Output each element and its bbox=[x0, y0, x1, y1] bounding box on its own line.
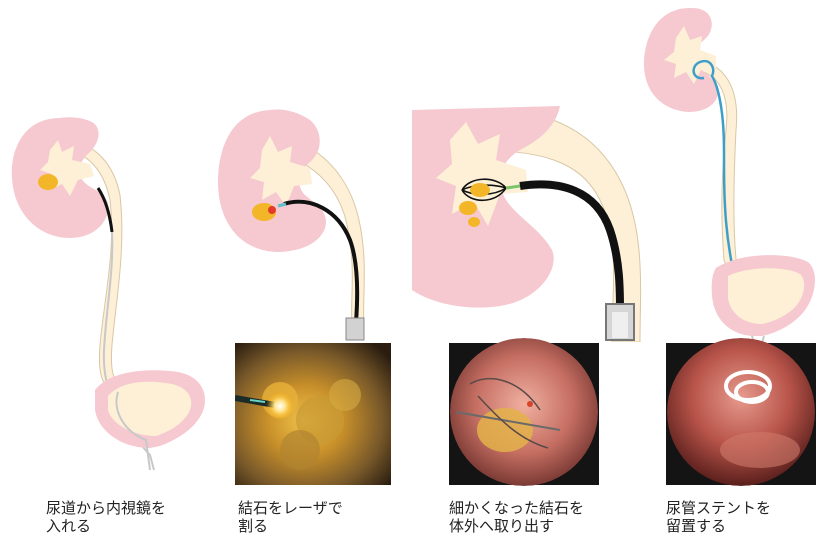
step4-photo bbox=[666, 338, 816, 486]
step2-caption: 結石をレーザで 割る bbox=[238, 499, 343, 535]
step1-caption-line2: 入れる bbox=[46, 517, 166, 535]
step1-stone bbox=[38, 174, 58, 190]
step2-caption-line2: 割る bbox=[238, 517, 343, 535]
step2-diagram bbox=[218, 109, 364, 340]
step3-caption-line1: 細かくなった結石を bbox=[449, 499, 584, 517]
step1-caption-line1: 尿道から内視鏡を bbox=[46, 499, 166, 517]
step3-caption: 細かくなった結石を 体外へ取り出す bbox=[449, 499, 584, 535]
step4-caption-line1: 尿管ステントを bbox=[666, 499, 771, 517]
step4-caption: 尿管ステントを 留置する bbox=[666, 499, 771, 535]
step1-caption: 尿道から内視鏡を 入れる bbox=[46, 499, 166, 535]
step3-caption-line2: 体外へ取り出す bbox=[449, 517, 584, 535]
step3-stone-fragment bbox=[459, 201, 477, 215]
step3-photo bbox=[449, 338, 599, 486]
step3-diagram bbox=[412, 106, 650, 342]
step4-caption-line2: 留置する bbox=[666, 517, 771, 535]
step2-photo bbox=[235, 343, 391, 485]
step4-diagram bbox=[644, 8, 815, 350]
step2-scope-sheath bbox=[346, 318, 364, 340]
step2-laser-spot bbox=[268, 206, 276, 214]
step1-diagram bbox=[12, 117, 205, 470]
step2-caption-line1: 結石をレーザで bbox=[238, 499, 343, 517]
step3-stone-fragment bbox=[468, 217, 480, 227]
